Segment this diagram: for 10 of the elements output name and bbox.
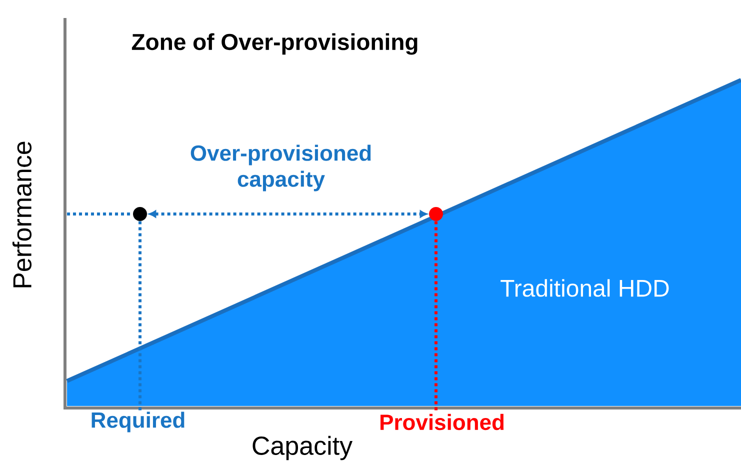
- chart-title: Zone of Over-provisioning: [132, 33, 418, 55]
- axis-title: Performance: [12, 142, 32, 288]
- point-marker: [133, 207, 147, 221]
- axis-marker-label: Required: [92, 412, 184, 432]
- axis-marker-label: Provisioned: [380, 414, 504, 430]
- point-marker: [429, 207, 443, 221]
- axis-title: Capacity: [252, 436, 353, 460]
- dotted-arrow: [149, 210, 427, 218]
- area-label: Traditional HDD: [500, 279, 669, 297]
- edge-label: Over-provisioned capacity: [190, 144, 371, 192]
